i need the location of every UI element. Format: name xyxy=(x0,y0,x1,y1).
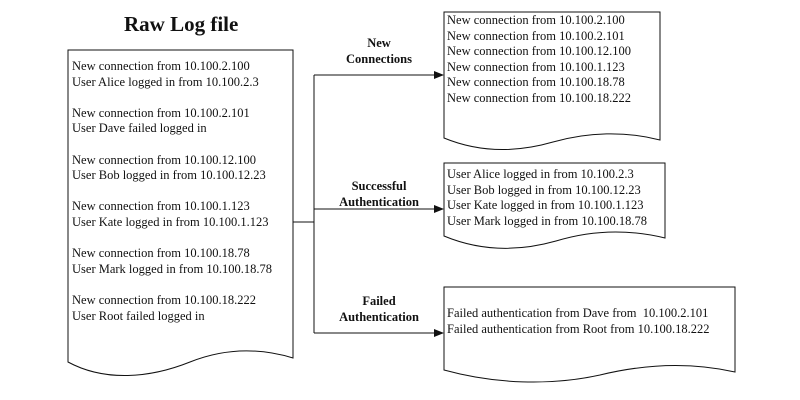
successful-auth-entry: User Mark logged in from 10.100.18.78 xyxy=(447,213,647,228)
raw-log-line: New connection from 10.100.12.100 xyxy=(72,152,256,167)
failed-authentication-entries: Failed authentication from Dave from 10.… xyxy=(447,306,709,337)
raw-log-line: User Mark logged in from 10.100.18.78 xyxy=(72,261,272,276)
new-connections-label: New Connections xyxy=(346,36,412,66)
raw-log-line: User Alice logged in from 10.100.2.3 xyxy=(72,74,259,89)
successful-auth-entry: User Alice logged in from 10.100.2.3 xyxy=(447,167,634,181)
new-connections-entries: New connection from 10.100.2.100 New con… xyxy=(447,13,631,107)
raw-log-line: User Dave failed logged in xyxy=(72,121,207,136)
failed-auth-entry: Failed authentication from Dave from 10.… xyxy=(447,306,709,320)
new-connection-entry: New connection from 10.100.2.100 xyxy=(447,13,625,27)
new-connection-entry: New connection from 10.100.18.78 xyxy=(447,75,625,90)
raw-log-line: User Bob logged in from 10.100.12.23 xyxy=(72,168,266,183)
raw-log-title: Raw Log file xyxy=(124,12,239,36)
successful-auth-document-shape xyxy=(443,162,666,249)
failed-authentication-label: Failed Authentication xyxy=(339,294,419,324)
raw-log-line: New connection from 10.100.2.100 xyxy=(72,59,250,73)
raw-log-line: New connection from 10.100.18.78 xyxy=(72,246,250,261)
successful-auth-entry: User Kate logged in from 10.100.1.123 xyxy=(447,198,644,213)
new-connection-entry: New connection from 10.100.12.100 xyxy=(447,44,631,59)
failed-auth-entry: Failed authentication from Root from 10.… xyxy=(447,321,710,336)
raw-log-text: New connection from 10.100.2.100 User Al… xyxy=(72,59,272,324)
raw-log-line: New connection from 10.100.2.101 xyxy=(72,105,250,120)
successful-authentication-entries: User Alice logged in from 10.100.2.3 Use… xyxy=(447,167,647,229)
raw-log-line: New connection from 10.100.1.123 xyxy=(72,199,250,214)
raw-log-line: User Root failed logged in xyxy=(72,308,205,323)
successful-auth-entry: User Bob logged in from 10.100.12.23 xyxy=(447,182,641,197)
raw-log-document-shape xyxy=(67,49,294,376)
new-connection-entry: New connection from 10.100.18.222 xyxy=(447,90,631,105)
new-connections-document-shape xyxy=(443,11,661,150)
failed-auth-document-shape xyxy=(443,286,736,383)
new-connection-entry: New connection from 10.100.1.123 xyxy=(447,59,625,74)
successful-authentication-label: Successful Authentication xyxy=(339,179,419,209)
raw-log-line: User Kate logged in from 10.100.1.123 xyxy=(72,214,269,229)
raw-log-line: New connection from 10.100.18.222 xyxy=(72,292,256,307)
new-connection-entry: New connection from 10.100.2.101 xyxy=(447,28,625,43)
